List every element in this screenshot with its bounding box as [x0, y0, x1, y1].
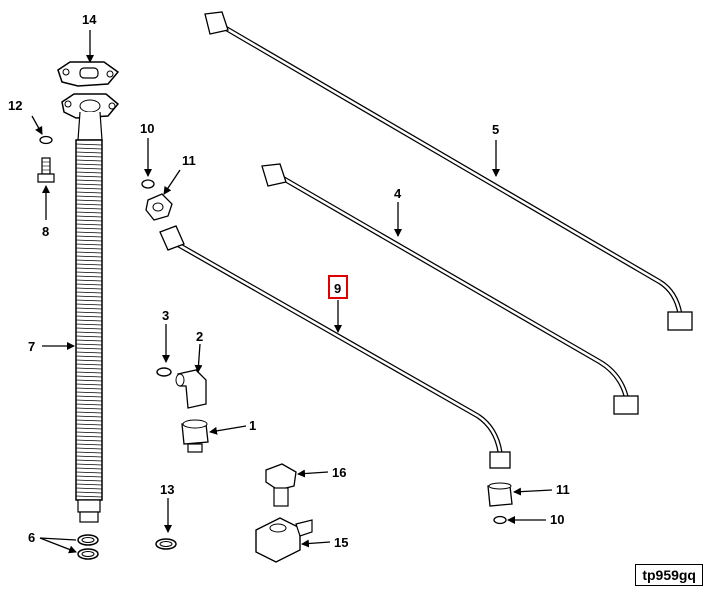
callout-10-upper: 10: [140, 121, 154, 136]
nut-11-upper: [145, 193, 173, 221]
bolt-8: [37, 157, 55, 183]
callout-5: 5: [492, 122, 499, 137]
o-ring-6-lower: [77, 548, 99, 560]
washer-10-lower: [493, 515, 507, 525]
tube-assembly-4: [261, 163, 639, 415]
figure-id-label: tp959gq: [635, 564, 703, 586]
banjo-fitting-15: [255, 517, 313, 563]
o-ring-6-upper: [77, 534, 99, 546]
flange: [61, 93, 120, 141]
nut-11-lower: [487, 482, 513, 507]
banjo-bolt-16: [265, 463, 297, 507]
adapter-fitting-1: [181, 419, 209, 453]
callout-2: 2: [196, 329, 203, 344]
o-ring-13: [155, 538, 177, 550]
leader-lines: [31, 30, 553, 554]
corrugated-tube-7: [75, 139, 103, 523]
callout-1: 1: [249, 418, 256, 433]
callout-16: 16: [332, 465, 346, 480]
callout-10-lower: 10: [550, 512, 564, 527]
highlight-box: [328, 275, 348, 299]
callout-13: 13: [160, 482, 174, 497]
callout-6: 6: [28, 530, 35, 545]
callout-9: 9: [334, 281, 341, 296]
washer-12: [39, 135, 53, 145]
callout-14: 14: [82, 12, 97, 27]
tube-assembly-9: [159, 225, 511, 469]
washer-10-upper: [141, 179, 155, 189]
callout-11-upper: 11: [182, 153, 196, 168]
callout-4: 4: [394, 186, 402, 201]
callout-15: 15: [334, 535, 348, 550]
callout-3: 3: [162, 308, 169, 323]
callout-7: 7: [28, 339, 35, 354]
elbow-fitting-2: [175, 369, 207, 409]
gasket-14: [57, 61, 120, 87]
o-ring-3: [156, 367, 172, 377]
tube-assembly-5: [204, 11, 693, 331]
callout-11-lower: 11: [556, 482, 570, 497]
callout-12: 12: [8, 98, 22, 113]
callout-8: 8: [42, 224, 49, 239]
